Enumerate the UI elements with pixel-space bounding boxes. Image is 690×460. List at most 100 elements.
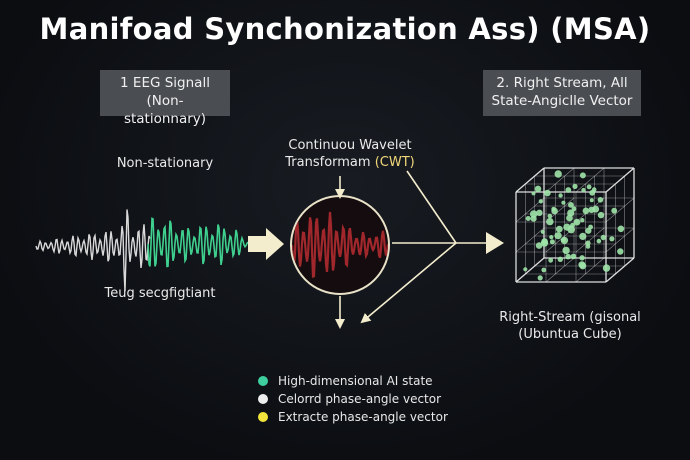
cube-node xyxy=(617,248,624,255)
cube-node xyxy=(565,187,572,193)
cube-node xyxy=(565,253,571,260)
cube-grid-line xyxy=(515,227,545,253)
cube-node xyxy=(546,217,554,226)
connector-line xyxy=(406,170,457,244)
legend-item: Celorrd phase-angle vector xyxy=(258,390,498,408)
cube-node xyxy=(554,232,562,240)
legend-dot-icon xyxy=(258,412,268,422)
legend-item: High-dimensional AI state xyxy=(258,372,498,390)
left-arrow-icon xyxy=(360,242,457,324)
cube-node xyxy=(561,200,566,205)
legend-item: Extracte phase-angle vector xyxy=(258,408,498,426)
signal-bottom-label: Teug secgfigtiant xyxy=(104,286,216,301)
cube-node xyxy=(529,210,538,218)
cwt-label-prefix: Transformam xyxy=(285,155,375,170)
cube-node xyxy=(541,267,547,273)
cube-grid-line xyxy=(575,227,605,253)
cube-node xyxy=(547,213,553,219)
cube-node xyxy=(523,267,528,272)
eeg-waveform xyxy=(35,209,249,292)
cube-node xyxy=(541,238,548,245)
cube-node xyxy=(602,264,611,272)
cube-node xyxy=(544,189,551,197)
cube-node xyxy=(596,238,602,244)
signal-top-label: Non-stationary xyxy=(116,156,214,171)
cube-grid-line xyxy=(545,257,575,283)
cube-node xyxy=(567,209,575,217)
cube-node xyxy=(531,191,536,196)
cube-node xyxy=(525,216,531,221)
box-right-stream-line1: 2. Right Stream, All xyxy=(496,75,628,91)
cube-node xyxy=(585,240,591,246)
cwt-label-accent: (CWT) xyxy=(374,155,415,170)
cube-node xyxy=(588,224,593,230)
legend-text: Celorrd phase-angle vector xyxy=(278,392,442,406)
cube-node xyxy=(548,257,554,263)
cube-node xyxy=(538,199,544,204)
cube-node xyxy=(535,242,543,249)
cube-node xyxy=(563,223,571,231)
legend-dot-icon xyxy=(258,394,268,404)
cube-node xyxy=(609,236,615,242)
eeg-waveform-green xyxy=(147,217,249,268)
cube-grid-line xyxy=(515,167,545,193)
right-arrow-icon xyxy=(248,228,284,260)
cube-node xyxy=(536,209,543,216)
cube-node xyxy=(551,207,558,215)
cube-node xyxy=(537,275,543,281)
legend-text: High-dimensional AI state xyxy=(278,374,433,388)
cube-node xyxy=(570,253,577,260)
cube-node xyxy=(581,187,586,193)
cube-node xyxy=(579,172,586,179)
cube-grid-line xyxy=(575,167,605,193)
cube-node xyxy=(597,197,604,203)
cube-node xyxy=(591,187,597,192)
cwt-waveform xyxy=(292,211,388,278)
cube-label-line1: Right-Stream (gisonal xyxy=(499,310,641,325)
eeg-waveform-white xyxy=(35,209,151,292)
cube-grid-line xyxy=(515,257,545,283)
cube-node xyxy=(540,229,545,234)
cube-label-line2: (Ubuntua Cube) xyxy=(518,327,622,342)
cube-node xyxy=(592,205,600,213)
right-arrow-icon xyxy=(486,232,504,254)
box-eeg-signal: 1 EEG Signall (Non-stationnary) xyxy=(100,70,230,127)
state-cube xyxy=(515,167,635,283)
cube-grid-line xyxy=(605,227,635,253)
cwt-label-line2: Transformam (CWT) xyxy=(270,154,430,171)
cube-node xyxy=(580,218,585,223)
cube-node xyxy=(589,198,594,203)
cube-node xyxy=(573,218,581,226)
cube-grid-line xyxy=(605,167,635,193)
cube-grid-line xyxy=(605,257,635,283)
cube-node xyxy=(571,206,577,212)
cwt-label-line1: Continuou Wavelet xyxy=(288,138,412,153)
cube-node xyxy=(572,183,578,189)
box-eeg-signal-line2: (Non-stationnary) xyxy=(123,93,207,127)
cube-node xyxy=(554,170,562,178)
cube-grid-line xyxy=(545,167,575,193)
cube-node xyxy=(582,207,590,215)
cube-node xyxy=(611,207,618,214)
legend: High-dimensional AI state Celorrd phase-… xyxy=(258,372,498,426)
diagram-title: Manifoad Synchonization Ass) (MSA) xyxy=(39,12,651,46)
box-eeg-signal-line1: 1 EEG Signall xyxy=(120,75,210,91)
cube-node xyxy=(549,235,554,240)
cube-node xyxy=(568,202,574,208)
cube-node xyxy=(586,184,592,190)
cwt-label: Continuou Wavelet Transformam (CWT) xyxy=(270,137,430,171)
cube-node xyxy=(549,239,555,245)
cube-node xyxy=(562,246,570,255)
cube-node xyxy=(579,255,585,261)
cube-node xyxy=(560,236,569,245)
cube-node xyxy=(557,256,563,262)
cube-node xyxy=(579,232,587,240)
legend-text: Extracte phase-angle vector xyxy=(278,410,448,424)
cube-node xyxy=(579,262,587,270)
cube-grid-line xyxy=(575,257,605,283)
cube-grid-line xyxy=(605,197,635,223)
box-right-stream: 2. Right Stream, All State-Angiclle Vect… xyxy=(483,70,641,116)
cube-node xyxy=(600,234,606,241)
legend-dot-icon xyxy=(258,376,268,386)
